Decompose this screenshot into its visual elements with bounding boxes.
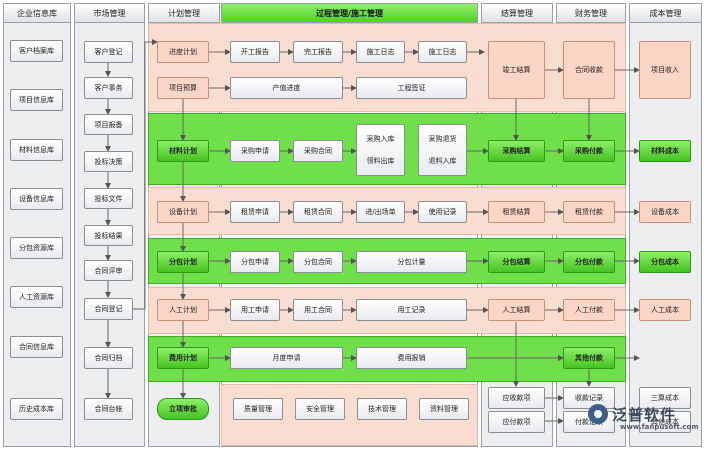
market-item-contract-ledger[interactable]: 合同台帐 [84,398,133,420]
market-item-customer-affairs[interactable]: 客户事务 [84,77,133,99]
finance-other-payment[interactable]: 其他付款 [563,347,615,369]
process-material-return-in: 退料入库 [428,157,457,165]
finance-purchase-payment[interactable]: 采购付款 [563,140,615,162]
cost-other[interactable]: 其他成本 [639,411,691,433]
process-completion-report[interactable]: 完工报告 [293,41,343,63]
settlement-receivable[interactable]: 应收款项 [488,387,545,409]
process-document-management[interactable]: 资料管理 [419,398,469,420]
process-subcontract-contract[interactable]: 分包合同 [293,251,343,273]
settlement-lease[interactable]: 租赁结算 [488,201,545,223]
enterprise-item-equipment-info[interactable]: 设备信息库 [10,188,63,210]
process-subcontract-request[interactable]: 分包申请 [230,251,280,273]
process-labor-contract[interactable]: 用工合同 [293,299,343,321]
settlement-purchase[interactable]: 采购结算 [488,140,545,162]
process-entry-exit-slip[interactable]: 进/出场单 [356,201,405,223]
process-quality-management[interactable]: 质量管理 [233,398,283,420]
plan-item-subcontract[interactable]: 分包计划 [157,251,209,273]
watermark-url: www.fanpusoft.com [620,423,699,431]
header-process: 过程管理/施工管理 [221,3,478,23]
process-monthly-request[interactable]: 月度申请 [230,347,343,369]
process-usage-record[interactable]: 使用记录 [418,201,467,223]
process-construction-log-1[interactable]: 施工日志 [356,41,405,63]
plan-item-material[interactable]: 材料计划 [157,140,209,162]
plan-item-budget[interactable]: 项目预算 [157,77,209,99]
process-material-issue: 领料出库 [366,157,395,165]
plan-item-labor[interactable]: 人工计划 [157,299,209,321]
market-item-project-report[interactable]: 项目报备 [84,114,133,135]
process-subcontract-measure[interactable]: 分包计量 [356,251,467,273]
process-output-progress[interactable]: 产值进度 [230,77,343,99]
process-return-group[interactable]: 采购退货 退料入库 [418,124,467,176]
market-item-customer-register[interactable]: 客户登记 [84,41,133,63]
process-labor-request[interactable]: 用工申请 [230,299,280,321]
header-market: 市场管理 [74,3,145,23]
cost-labor[interactable]: 人工成本 [639,299,691,321]
enterprise-item-subcontract-resource[interactable]: 分包资源库 [10,237,63,259]
finance-contract-receipt[interactable]: 合同收款 [563,41,615,99]
process-purchase-warehousing: 采购入库 [366,135,395,143]
finance-subcontract-payment[interactable]: 分包付款 [563,251,615,273]
enterprise-item-material-info[interactable]: 材料信息库 [10,139,63,161]
cost-equipment[interactable]: 设备成本 [639,201,691,223]
process-safety-management[interactable]: 安全管理 [295,398,345,420]
cost-subcontract[interactable]: 分包成本 [639,251,691,273]
cost-material[interactable]: 材料成本 [639,140,691,162]
plan-item-expense[interactable]: 费用计划 [157,347,209,369]
market-item-contract-archive[interactable]: 合同归档 [84,347,133,369]
process-purchase-return: 采购退货 [428,135,457,143]
brand-logo-icon [588,404,608,424]
cost-three-calc[interactable]: 三算成本 [639,387,691,409]
process-lease-request[interactable]: 租赁申请 [230,201,280,223]
enterprise-item-project-info[interactable]: 项目信息库 [10,89,63,111]
finance-labor-payment[interactable]: 人工付款 [563,299,615,321]
header-settlement: 结算管理 [481,3,553,23]
process-engineering-visa[interactable]: 工程签证 [356,77,467,99]
enterprise-item-historical-cost[interactable]: 历史成本库 [10,398,63,420]
watermark-brand: 泛普软件 [612,406,677,424]
enterprise-item-labor-resource[interactable]: 人工资源库 [10,286,63,308]
process-purchase-contract[interactable]: 采购合同 [293,140,343,162]
settlement-labor[interactable]: 人工结算 [488,299,545,321]
process-purchase-request[interactable]: 采购申请 [230,140,280,162]
market-item-bid-document[interactable]: 投标文件 [84,188,133,209]
header-enterprise: 企业信息库 [3,3,71,23]
process-technical-management[interactable]: 技术管理 [357,398,407,420]
market-item-bid-decision[interactable]: 投标决策 [84,151,133,172]
market-item-contract-register[interactable]: 合同登记 [84,298,133,320]
settlement-completion[interactable]: 竣工结算 [488,41,545,99]
plan-item-progress[interactable]: 进度计划 [157,41,209,63]
process-labor-record[interactable]: 用工记录 [356,299,467,321]
settlement-payable[interactable]: 应付款项 [488,411,545,433]
market-item-bid-result[interactable]: 投标结果 [84,225,133,246]
process-purchase-in-out[interactable]: 采购入库 领料出库 [356,124,405,176]
enterprise-column [3,3,71,447]
market-item-contract-review[interactable]: 合同评审 [84,260,133,281]
plan-item-approval[interactable]: 立项审批 [157,398,209,420]
header-plan: 计划管理 [148,3,220,23]
header-finance: 财务管理 [556,3,626,23]
plan-item-equipment[interactable]: 设备计划 [157,201,209,223]
process-lease-contract[interactable]: 租赁合同 [293,201,343,223]
header-cost: 成本管理 [629,3,702,23]
finance-lease-payment[interactable]: 租赁付款 [563,201,615,223]
finance-receipt-record[interactable]: 收款记录 [563,387,615,409]
enterprise-item-contract-info[interactable]: 合同信息库 [10,336,63,358]
process-expense-reimburse[interactable]: 费用报销 [356,347,467,369]
cost-project-income[interactable]: 项目收入 [639,41,691,99]
process-start-report[interactable]: 开工报告 [230,41,280,63]
settlement-subcontract[interactable]: 分包结算 [488,251,545,273]
enterprise-item-customer-archive[interactable]: 客户档案库 [10,40,63,62]
process-construction-log-2[interactable]: 施工日志 [418,41,467,63]
